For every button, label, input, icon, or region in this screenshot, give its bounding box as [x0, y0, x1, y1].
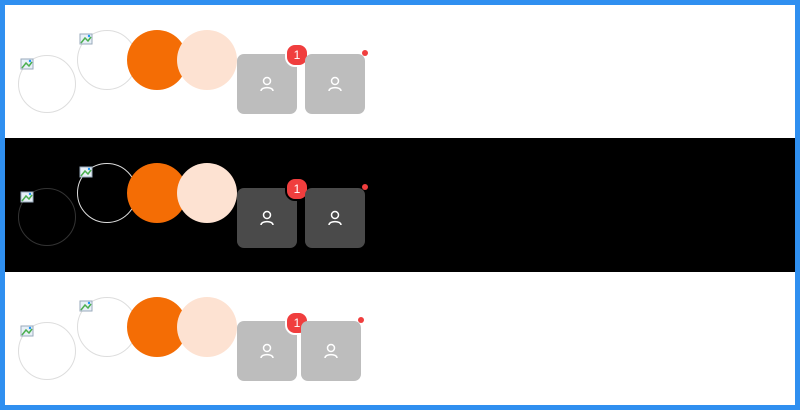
broken-image-icon: [20, 191, 34, 203]
user-icon: [328, 210, 342, 226]
avatar-image-small[interactable]: [18, 322, 76, 380]
notification-dot: [362, 50, 368, 56]
avatar-image-small[interactable]: [18, 188, 76, 246]
user-icon: [324, 343, 338, 359]
avatar-peach[interactable]: [177, 297, 237, 357]
broken-image-icon: [79, 33, 93, 45]
user-icon: [328, 76, 342, 92]
avatar-row-dark: 1: [5, 138, 795, 272]
avatar-row-light-2: 1: [5, 272, 795, 405]
broken-image-icon: [79, 300, 93, 312]
user-avatar-with-dot[interactable]: [305, 188, 365, 248]
user-avatar-with-dot[interactable]: [301, 321, 361, 381]
broken-image-icon: [79, 166, 93, 178]
avatar-image-small[interactable]: [18, 55, 76, 113]
user-icon: [260, 343, 274, 359]
user-avatar-with-dot[interactable]: [305, 54, 365, 114]
user-icon: [260, 210, 274, 226]
user-icon: [260, 76, 274, 92]
notification-dot: [362, 184, 368, 190]
notification-dot: [358, 317, 364, 323]
broken-image-icon: [20, 325, 34, 337]
broken-image-icon: [20, 58, 34, 70]
avatar-row-light-1: 1: [5, 5, 795, 138]
avatar-peach[interactable]: [177, 163, 237, 223]
avatar-peach[interactable]: [177, 30, 237, 90]
